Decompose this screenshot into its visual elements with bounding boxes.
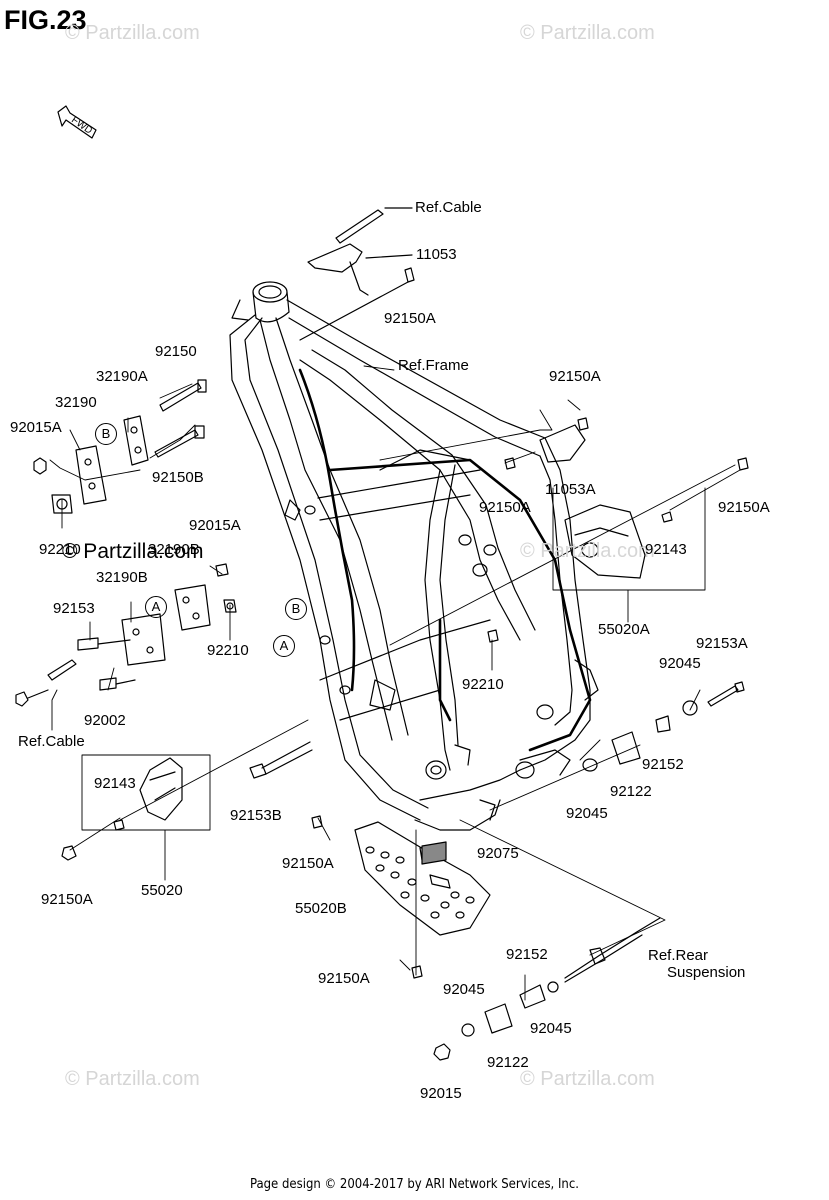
label-92150a-top: 92150A [384, 310, 436, 327]
figure-title: FIG.23 [4, 5, 87, 35]
label-92150a-right2: 92150A [718, 499, 770, 516]
label-32190: 32190 [55, 394, 97, 411]
label-suspension: Suspension [667, 964, 746, 981]
label-92150a-right1: 92150A [549, 368, 601, 385]
label-ref-frame: Ref.Frame [398, 357, 469, 374]
label-92150a-left: 92150A [41, 891, 93, 908]
label-11053a: 11053A [545, 481, 596, 498]
frame-main [229, 281, 599, 831]
label-92045-bottom-left: 92045 [443, 981, 485, 998]
label-92150-left: 92150 [155, 343, 197, 360]
watermark: © Partzilla.com [520, 22, 655, 44]
label-ref-cable-top: Ref.Cable [415, 199, 482, 216]
leader-lines [49, 365, 741, 1001]
label-92150a-guard: 92150A [282, 855, 334, 872]
label-92015a-mid: 92015A [189, 517, 241, 534]
label-92150a-bottom: 92150A [318, 970, 370, 987]
page-footer: Page design © 2004-2017 by ARI Network S… [250, 1177, 579, 1192]
label-55020a: 55020A [598, 621, 650, 638]
label-92015a-left: 92015A [10, 419, 62, 436]
label-92210-left: 92210 [39, 541, 81, 558]
guard-right-55020a [564, 504, 673, 579]
label-ref-rear: Ref.Rear [648, 947, 709, 964]
label-92210-mid: 92210 [207, 642, 249, 659]
label-55020b: 55020B [295, 900, 347, 917]
label-92122-right: 92122 [610, 783, 652, 800]
right-collars [582, 681, 745, 772]
watermark: © Partzilla.com [520, 540, 655, 562]
label-ref-cable-left: Ref.Cable [18, 733, 85, 750]
bracket-lower-left [15, 563, 237, 707]
label-92153: 92153 [53, 600, 95, 617]
callout-a-frame: A [273, 635, 295, 657]
watermark-overlap: © Partzilla.com [62, 540, 204, 563]
label-11053: 11053 [416, 246, 457, 263]
bolt-92153b [249, 741, 313, 779]
label-92152-right: 92152 [642, 756, 684, 773]
watermark: © Partzilla.com [65, 1068, 200, 1090]
watermark: © Partzilla.com [520, 1068, 655, 1090]
label-32190b: 32190B [96, 569, 148, 586]
label-92143-left: 92143 [94, 775, 136, 792]
label-92153b: 92153B [230, 807, 282, 824]
guard-left-55020 [61, 757, 183, 861]
label-92045-right: 92045 [659, 655, 701, 672]
watermark: © Partzilla.com [65, 22, 200, 44]
hardware-right [311, 457, 749, 865]
label-92143-right: 92143 [645, 541, 687, 558]
label-92045-center: 92045 [566, 805, 608, 822]
label-92015: 92015 [420, 1085, 462, 1102]
label-92150a-bracket: 92150A [479, 499, 531, 516]
callout-a-left: A [145, 596, 167, 618]
label-92045-bottom-right: 92045 [530, 1020, 572, 1037]
label-92150b: 92150B [152, 469, 204, 486]
cable-guide-top [299, 207, 415, 341]
label-92153a: 92153A [696, 635, 748, 652]
bracket-upper-left [33, 379, 207, 514]
label-32190b-overlap: 32190B [148, 541, 200, 558]
fwd-arrow-icon [57, 105, 97, 139]
label-32190a: 32190A [96, 368, 148, 385]
rear-shock-bolt [433, 917, 661, 1061]
bracket-11053a [504, 417, 589, 470]
callout-b-left: B [95, 423, 117, 445]
label-55020: 55020 [141, 882, 183, 899]
label-92210-center: 92210 [462, 676, 504, 693]
label-92122-bottom: 92122 [487, 1054, 529, 1071]
label-92152-bottom: 92152 [506, 946, 548, 963]
label-92002: 92002 [84, 712, 126, 729]
label-92075: 92075 [477, 845, 519, 862]
callout-b-frame: B [285, 598, 307, 620]
